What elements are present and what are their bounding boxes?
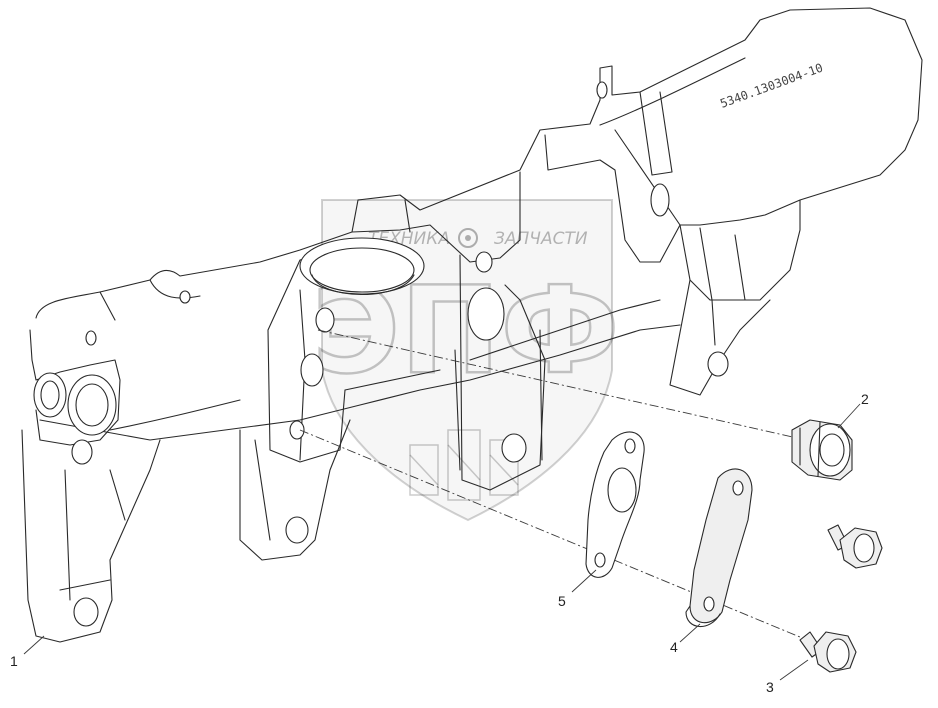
manifold-bolt-hole <box>285 516 309 544</box>
bolt-upper <box>827 524 883 569</box>
manifold-center-flange <box>459 254 546 491</box>
manifold-bolt-hole <box>179 290 191 304</box>
manifold-left-hump <box>99 279 201 321</box>
nut-bore <box>819 433 845 467</box>
callout-2-label: 2 <box>861 391 869 407</box>
manifold-tower-detail <box>404 134 681 263</box>
manifold-left-foot <box>21 429 161 643</box>
callout-5-leader <box>571 569 597 593</box>
manifold-left-port-b-inner <box>75 383 109 427</box>
gasket-bolt-hole <box>594 552 606 568</box>
axis-line-bolt-2 <box>317 329 807 441</box>
manifold-middle-leg <box>239 419 351 561</box>
watermark: ТЕХНИКА ЗАПЧАСТИ ЭПФ <box>311 199 621 522</box>
bolt-head-face <box>826 638 850 670</box>
manifold-top-port-wall <box>311 274 415 296</box>
part-2-nut <box>791 419 853 481</box>
callout-1-label: 1 <box>10 653 18 669</box>
manifold-bolt-hole <box>650 183 670 217</box>
bolt-upper-head-face <box>853 533 875 563</box>
alignment-lines <box>299 329 813 643</box>
manifold-right-top-edge <box>599 57 746 226</box>
cover-plate-thickness <box>685 605 721 628</box>
watermark-shield <box>321 199 613 522</box>
cover-plate-bolt-hole <box>703 596 715 612</box>
part-3-bolt <box>799 631 857 673</box>
callout-4-leader <box>679 623 701 643</box>
manifold-bolt-hole <box>300 353 324 387</box>
manifold-bolt-hole <box>85 330 97 346</box>
callout-5-label: 5 <box>558 593 566 609</box>
manifold-bolt-hole <box>315 307 335 333</box>
part-4-cover-plate <box>685 468 753 628</box>
manifold-top-port-inner <box>309 247 415 293</box>
cover-plate-bolt-hole <box>732 480 744 496</box>
manifold-bolt-hole <box>289 420 305 440</box>
embossed-part-number: 5340.1303004-10 <box>718 61 825 111</box>
watermark-brand-right: ЗАПЧАСТИ <box>494 229 588 249</box>
callout-3-label: 3 <box>766 679 774 695</box>
manifold-mid-edge <box>109 299 661 431</box>
callout-2-leader <box>837 403 861 429</box>
callout-1-leader <box>23 635 45 655</box>
manifold-bolt-hole <box>73 597 99 627</box>
watermark-gear-icon <box>458 228 478 248</box>
part-1-manifold-housing: 5340.1303004-10 <box>21 7 923 643</box>
manifold-center-tower <box>351 171 521 263</box>
manifold-bolt-hole <box>501 433 527 463</box>
callouts: 1 2 3 4 5 <box>10 391 869 695</box>
manifold-bolt-hole <box>707 351 729 377</box>
manifold-center-port <box>467 287 505 341</box>
manifold-left-port-a-inner <box>40 380 60 410</box>
manifold-bolt-hole <box>475 251 493 273</box>
manifold-rear-leg-inner <box>699 227 746 346</box>
callout-3-leader <box>779 659 809 681</box>
manifold-lower-edge <box>39 324 681 441</box>
manifold-left-flange <box>29 329 121 446</box>
part-5-gasket <box>585 431 645 578</box>
cover-plate-outline <box>689 468 753 624</box>
manifold-rear-end <box>679 199 801 301</box>
manifold-bolt-hole <box>71 439 93 465</box>
axis-line-bolt-3 <box>299 429 813 643</box>
manifold-center-flange-inner <box>454 329 543 471</box>
callout-4-label: 4 <box>670 639 678 655</box>
manifold-rear-leg <box>669 279 771 396</box>
gasket-bolt-hole <box>624 438 636 454</box>
manifold-bolt-hole <box>596 81 608 99</box>
nut-hex-edges <box>799 421 821 477</box>
manifold-left-foot-inner <box>59 469 126 601</box>
gasket-port-hole <box>607 467 637 513</box>
